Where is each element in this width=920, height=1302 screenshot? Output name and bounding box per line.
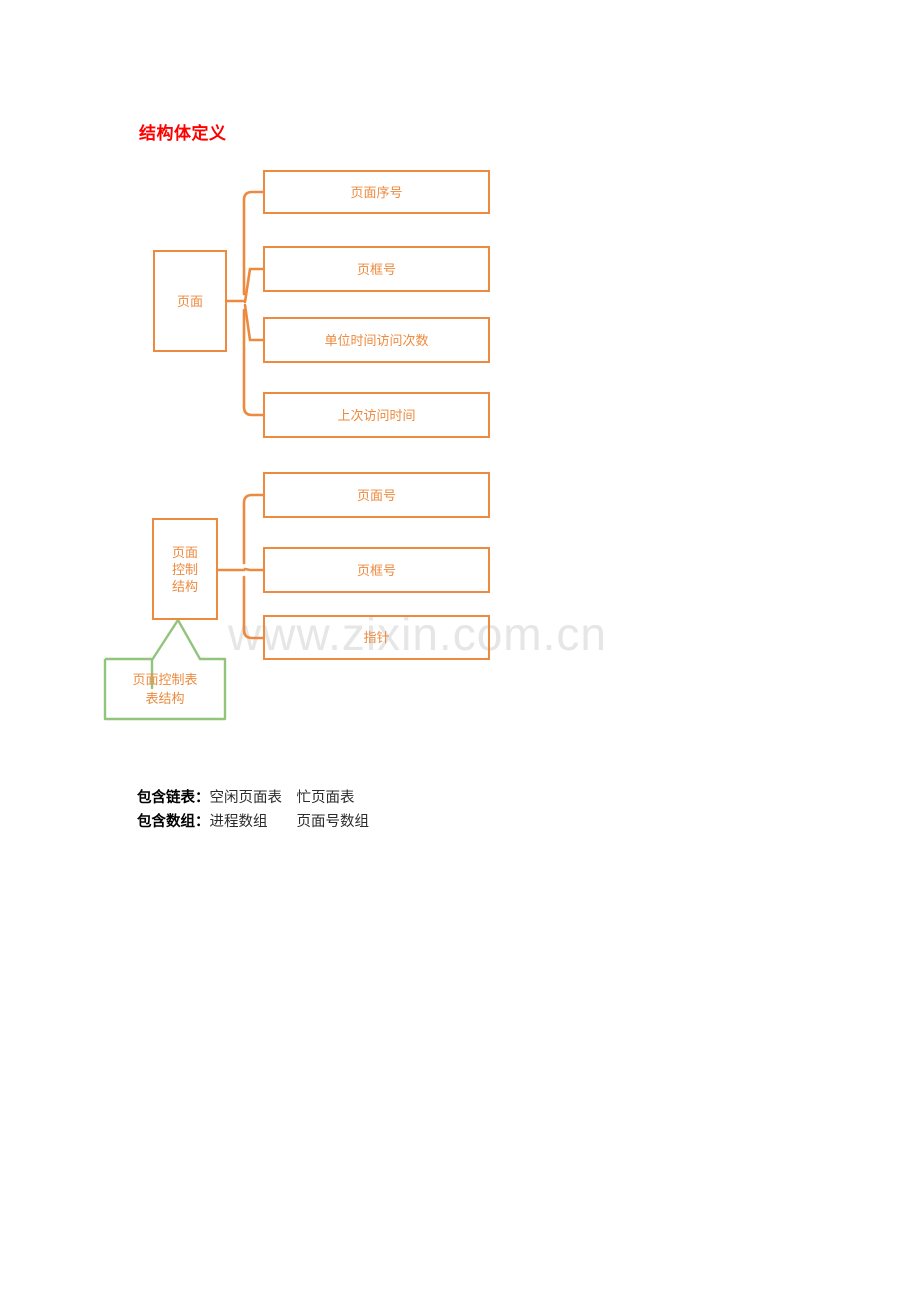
node-label: 页面号 [356, 487, 396, 503]
note-values: 进程数组 页面号数组 [209, 814, 370, 830]
note-values: 空闲页面表 忙页面表 [209, 790, 355, 806]
note-label: 包含数组： [137, 814, 210, 830]
node-label-line2: 控制 [171, 561, 198, 577]
callout-label-line1: 页面控制表 [132, 672, 198, 687]
node-label: 上次访问时间 [337, 407, 416, 423]
node-page-field-4[interactable]: 上次访问时间 [263, 392, 490, 438]
note-label: 包含链表： [137, 790, 210, 806]
node-label: 指针 [363, 630, 390, 645]
node-page-control-field-1[interactable]: 页面号 [263, 472, 490, 518]
note-row-arrays: 包含数组：进程数组 页面号数组 [137, 810, 369, 834]
node-page-control-field-3[interactable]: 指针 [263, 615, 490, 660]
node-page-field-3[interactable]: 单位时间访问次数 [263, 317, 490, 363]
connector-group-page [225, 190, 265, 417]
node-label-line3: 结构 [171, 578, 198, 594]
node-page-control-field-2[interactable]: 页框号 [263, 547, 490, 593]
node-page-root[interactable]: 页面 [153, 250, 227, 352]
node-page-field-1[interactable]: 页面序号 [263, 170, 490, 214]
node-page-control-root[interactable]: 页面 控制 结构 [152, 518, 218, 620]
node-label: 页框号 [356, 261, 396, 277]
page-title: 结构体定义 [139, 124, 227, 143]
note-row-lists: 包含链表：空闲页面表 忙页面表 [137, 786, 369, 810]
callout-label-line2: 表结构 [145, 691, 185, 706]
node-label: 页面序号 [350, 184, 403, 200]
node-page-field-2[interactable]: 页框号 [263, 246, 490, 292]
node-label-line1: 页面 [171, 544, 198, 560]
node-label: 页框号 [356, 562, 396, 578]
notes-block: 包含链表：空闲页面表 忙页面表 包含数组：进程数组 页面号数组 [137, 786, 369, 834]
node-label: 页面 [176, 293, 203, 309]
callout-page-control-table[interactable]: 页面控制表 表结构 [104, 658, 226, 720]
node-label: 单位时间访问次数 [324, 332, 429, 348]
